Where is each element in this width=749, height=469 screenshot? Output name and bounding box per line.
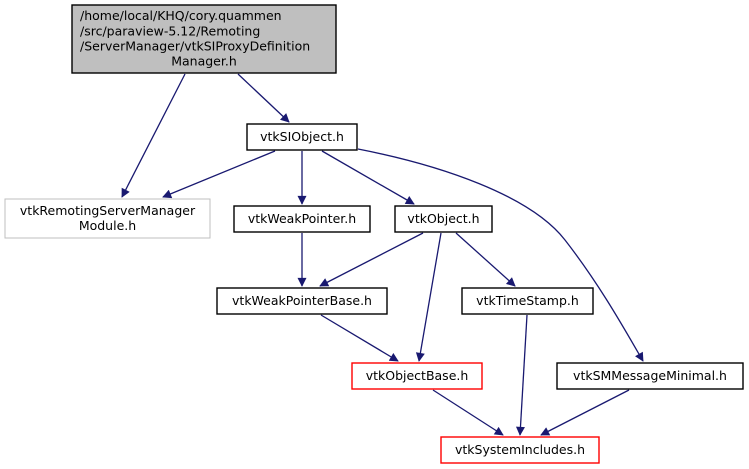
node-vtkObjectBase[interactable]: vtkObjectBase.h (351, 362, 483, 390)
edge-vtkSIObject-to-vtkRemotingServerManagerModule (162, 150, 276, 199)
node-box[interactable] (71, 4, 337, 74)
edge-root-to-vtkRemotingServerManagerModule (121, 73, 186, 198)
node-label: vtkSIObject.h (260, 129, 344, 144)
edge-vtkWeakPointerBase-to-vtkObjectBase (320, 314, 399, 362)
node-label: vtkSystemIncludes.h (455, 442, 585, 457)
edges-layer (121, 73, 644, 436)
edge-vtkTimeStamp-to-vtkSystemIncludes (515, 314, 528, 436)
node-box[interactable] (461, 287, 594, 315)
node-label: /src/paraview-5.12/Remoting (80, 23, 260, 38)
edge-root-to-vtkSIObject (237, 73, 290, 123)
node-label: Manager.h (171, 54, 237, 69)
node-vtkObject[interactable]: vtkObject.h (394, 205, 493, 233)
node-box[interactable] (440, 436, 600, 464)
node-vtkSystemIncludes[interactable]: vtkSystemIncludes.h (440, 436, 600, 464)
node-box[interactable] (4, 198, 211, 239)
node-vtkSMMessageMinimal[interactable]: vtkSMMessageMinimal.h (556, 362, 744, 390)
node-label: vtkWeakPointerBase.h (232, 293, 372, 308)
node-vtkSIObject[interactable]: vtkSIObject.h (246, 123, 358, 151)
edge-vtkObject-to-vtkObjectBase (415, 232, 442, 362)
edge-vtkSIObject-to-vtkObject (321, 150, 415, 205)
node-vtkWeakPointer[interactable]: vtkWeakPointer.h (233, 205, 371, 233)
node-box[interactable] (216, 287, 388, 315)
node-label: vtkSMMessageMinimal.h (573, 368, 727, 383)
edge-vtkObject-to-vtkWeakPointerBase (319, 232, 424, 287)
edge-vtkObjectBase-to-vtkSystemIncludes (432, 389, 504, 436)
node-box[interactable] (351, 362, 483, 390)
edge-vtkSIObject-to-vtkSMMessageMinimal (357, 148, 644, 362)
node-root[interactable]: /home/local/KHQ/cory.quammen/src/paravie… (71, 4, 337, 74)
node-label: vtkObject.h (407, 211, 479, 226)
node-label: vtkTimeStamp.h (476, 293, 579, 308)
node-label: /ServerManager/vtkSIProxyDefinition (80, 39, 310, 54)
node-label: Module.h (79, 218, 136, 233)
node-box[interactable] (233, 205, 371, 233)
node-label: /home/local/KHQ/cory.quammen (80, 8, 282, 23)
node-vtkWeakPointerBase[interactable]: vtkWeakPointerBase.h (216, 287, 388, 315)
edge-vtkSMMessageMinimal-to-vtkSystemIncludes (540, 389, 630, 436)
edge-vtkObject-to-vtkTimeStamp (455, 232, 516, 287)
node-box[interactable] (556, 362, 744, 390)
node-box[interactable] (394, 205, 493, 233)
node-label: vtkObjectBase.h (366, 368, 469, 383)
nodes-layer: /home/local/KHQ/cory.quammen/src/paravie… (4, 4, 744, 464)
node-label: vtkWeakPointer.h (248, 211, 356, 226)
node-box[interactable] (246, 123, 358, 151)
node-vtkTimeStamp[interactable]: vtkTimeStamp.h (461, 287, 594, 315)
node-label: vtkRemotingServerManager (20, 203, 196, 218)
